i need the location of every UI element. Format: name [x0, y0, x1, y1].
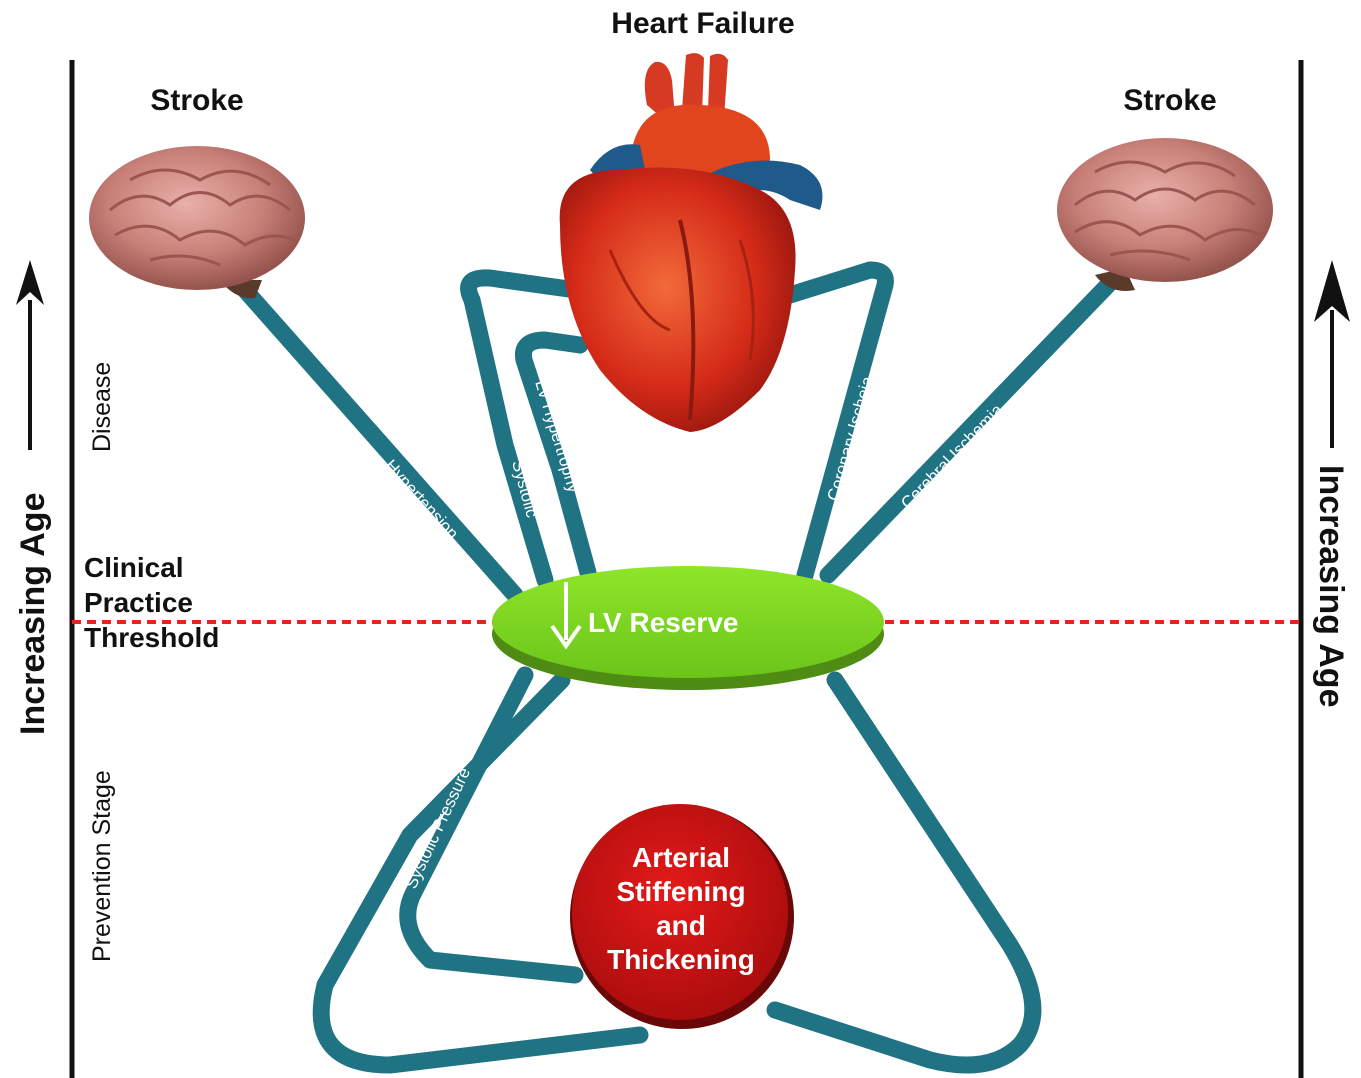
left-age-axis: Increasing Age [14, 260, 52, 735]
lv-reserve-node: LV Reserve [492, 566, 884, 690]
threshold-label-line-2: Practice [84, 587, 193, 618]
label-vascular: Vascular Cell Changes [867, 762, 976, 916]
label-lv-mass: LV Mass [480, 767, 525, 834]
arterial-line-2: Stiffening [616, 876, 745, 907]
threshold-label-line-1: Clinical [84, 552, 184, 583]
axis-left-label: Increasing Age [14, 493, 52, 735]
label-hypertension: Hypertension [381, 456, 462, 543]
vascular-tube [775, 680, 1033, 1065]
arterial-line-1: Arterial [632, 842, 730, 873]
arrow-up-icon [16, 260, 44, 305]
stage-prevention-label: Prevention Stage [88, 770, 116, 962]
stage-disease-label: Disease [88, 362, 116, 452]
lv-reserve-label: LV Reserve [588, 607, 738, 638]
heart-failure-title: Heart Failure [611, 7, 794, 40]
arterial-line-4: Thickening [607, 944, 755, 975]
label-cerebral: Cerebral Ischemia [897, 400, 1007, 513]
brain-right-icon [1057, 138, 1273, 291]
threshold-label-line-3: Threshold [84, 622, 219, 653]
right-age-axis: Increasing Age [1312, 260, 1350, 707]
arterial-line-3: and [656, 910, 706, 941]
arterial-stiffening-node: Arterial Stiffening and Thickening [570, 804, 794, 1029]
axis-right-label: Increasing Age [1312, 465, 1350, 707]
stroke-left-label: Stroke [150, 84, 243, 117]
brain-left-icon [89, 146, 305, 298]
heart-icon [560, 53, 823, 432]
stroke-right-label: Stroke [1123, 84, 1216, 117]
